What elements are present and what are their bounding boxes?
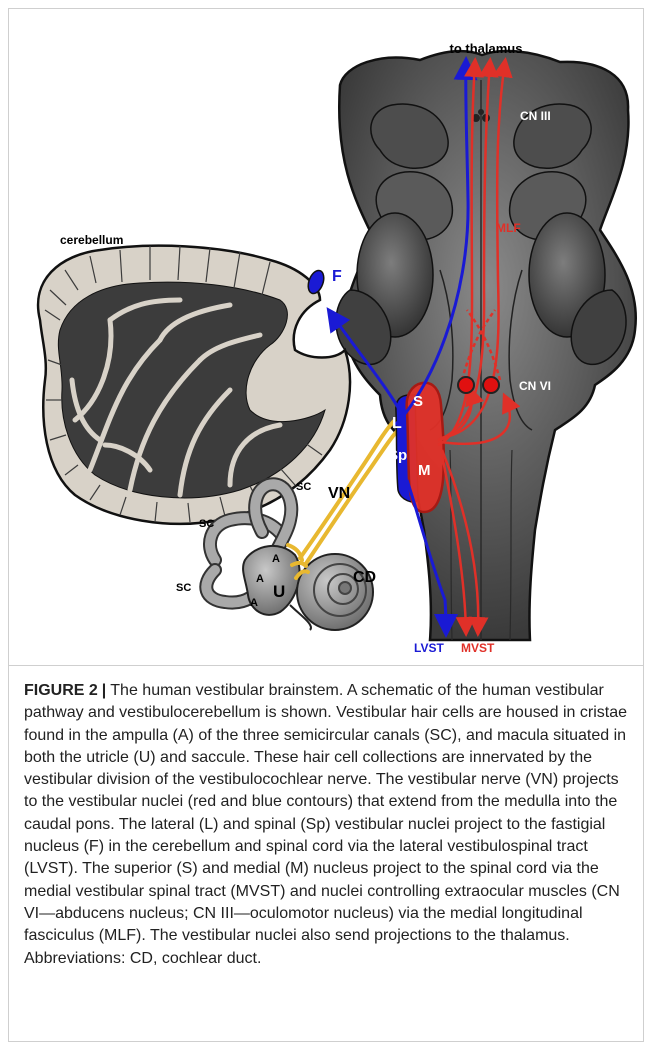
label-vn: VN: [328, 485, 350, 502]
label-lvst: LVST: [414, 641, 444, 655]
vestibular-diagram: to thalamus CN III MLF cerebellum F CN V…: [0, 0, 652, 660]
label-sp: Sp: [388, 447, 407, 464]
label-sc-top: SC: [296, 481, 311, 493]
caption-separator: |: [102, 682, 106, 699]
label-sc-bottom: SC: [176, 582, 191, 594]
label-mlf: MLF: [496, 221, 521, 235]
label-a-1: A: [272, 553, 280, 565]
label-u: U: [273, 582, 285, 601]
label-a-2: A: [256, 573, 264, 585]
label-mvst: MVST: [461, 641, 495, 655]
label-a-3: A: [250, 597, 258, 609]
label-sc-left: SC: [199, 518, 214, 530]
label-cd: CD: [353, 569, 376, 586]
figure-label: FIGURE 2: [24, 682, 98, 699]
label-cn3: CN III: [520, 109, 551, 123]
label-cn6: CN VI: [519, 379, 551, 393]
label-to-thalamus: to thalamus: [450, 41, 523, 56]
label-f: F: [332, 268, 342, 285]
figure-caption: FIGURE 2|The human vestibular brainstem.…: [24, 680, 632, 970]
label-cerebellum: cerebellum: [60, 233, 123, 247]
label-s: S: [413, 393, 423, 410]
cn6-nucleus-left: [458, 377, 474, 393]
caption-divider: [8, 665, 644, 666]
label-m: M: [418, 462, 431, 479]
label-l: L: [392, 415, 402, 432]
cn6-nucleus-right: [483, 377, 499, 393]
caption-text: The human vestibular brainstem. A schema…: [24, 682, 627, 967]
